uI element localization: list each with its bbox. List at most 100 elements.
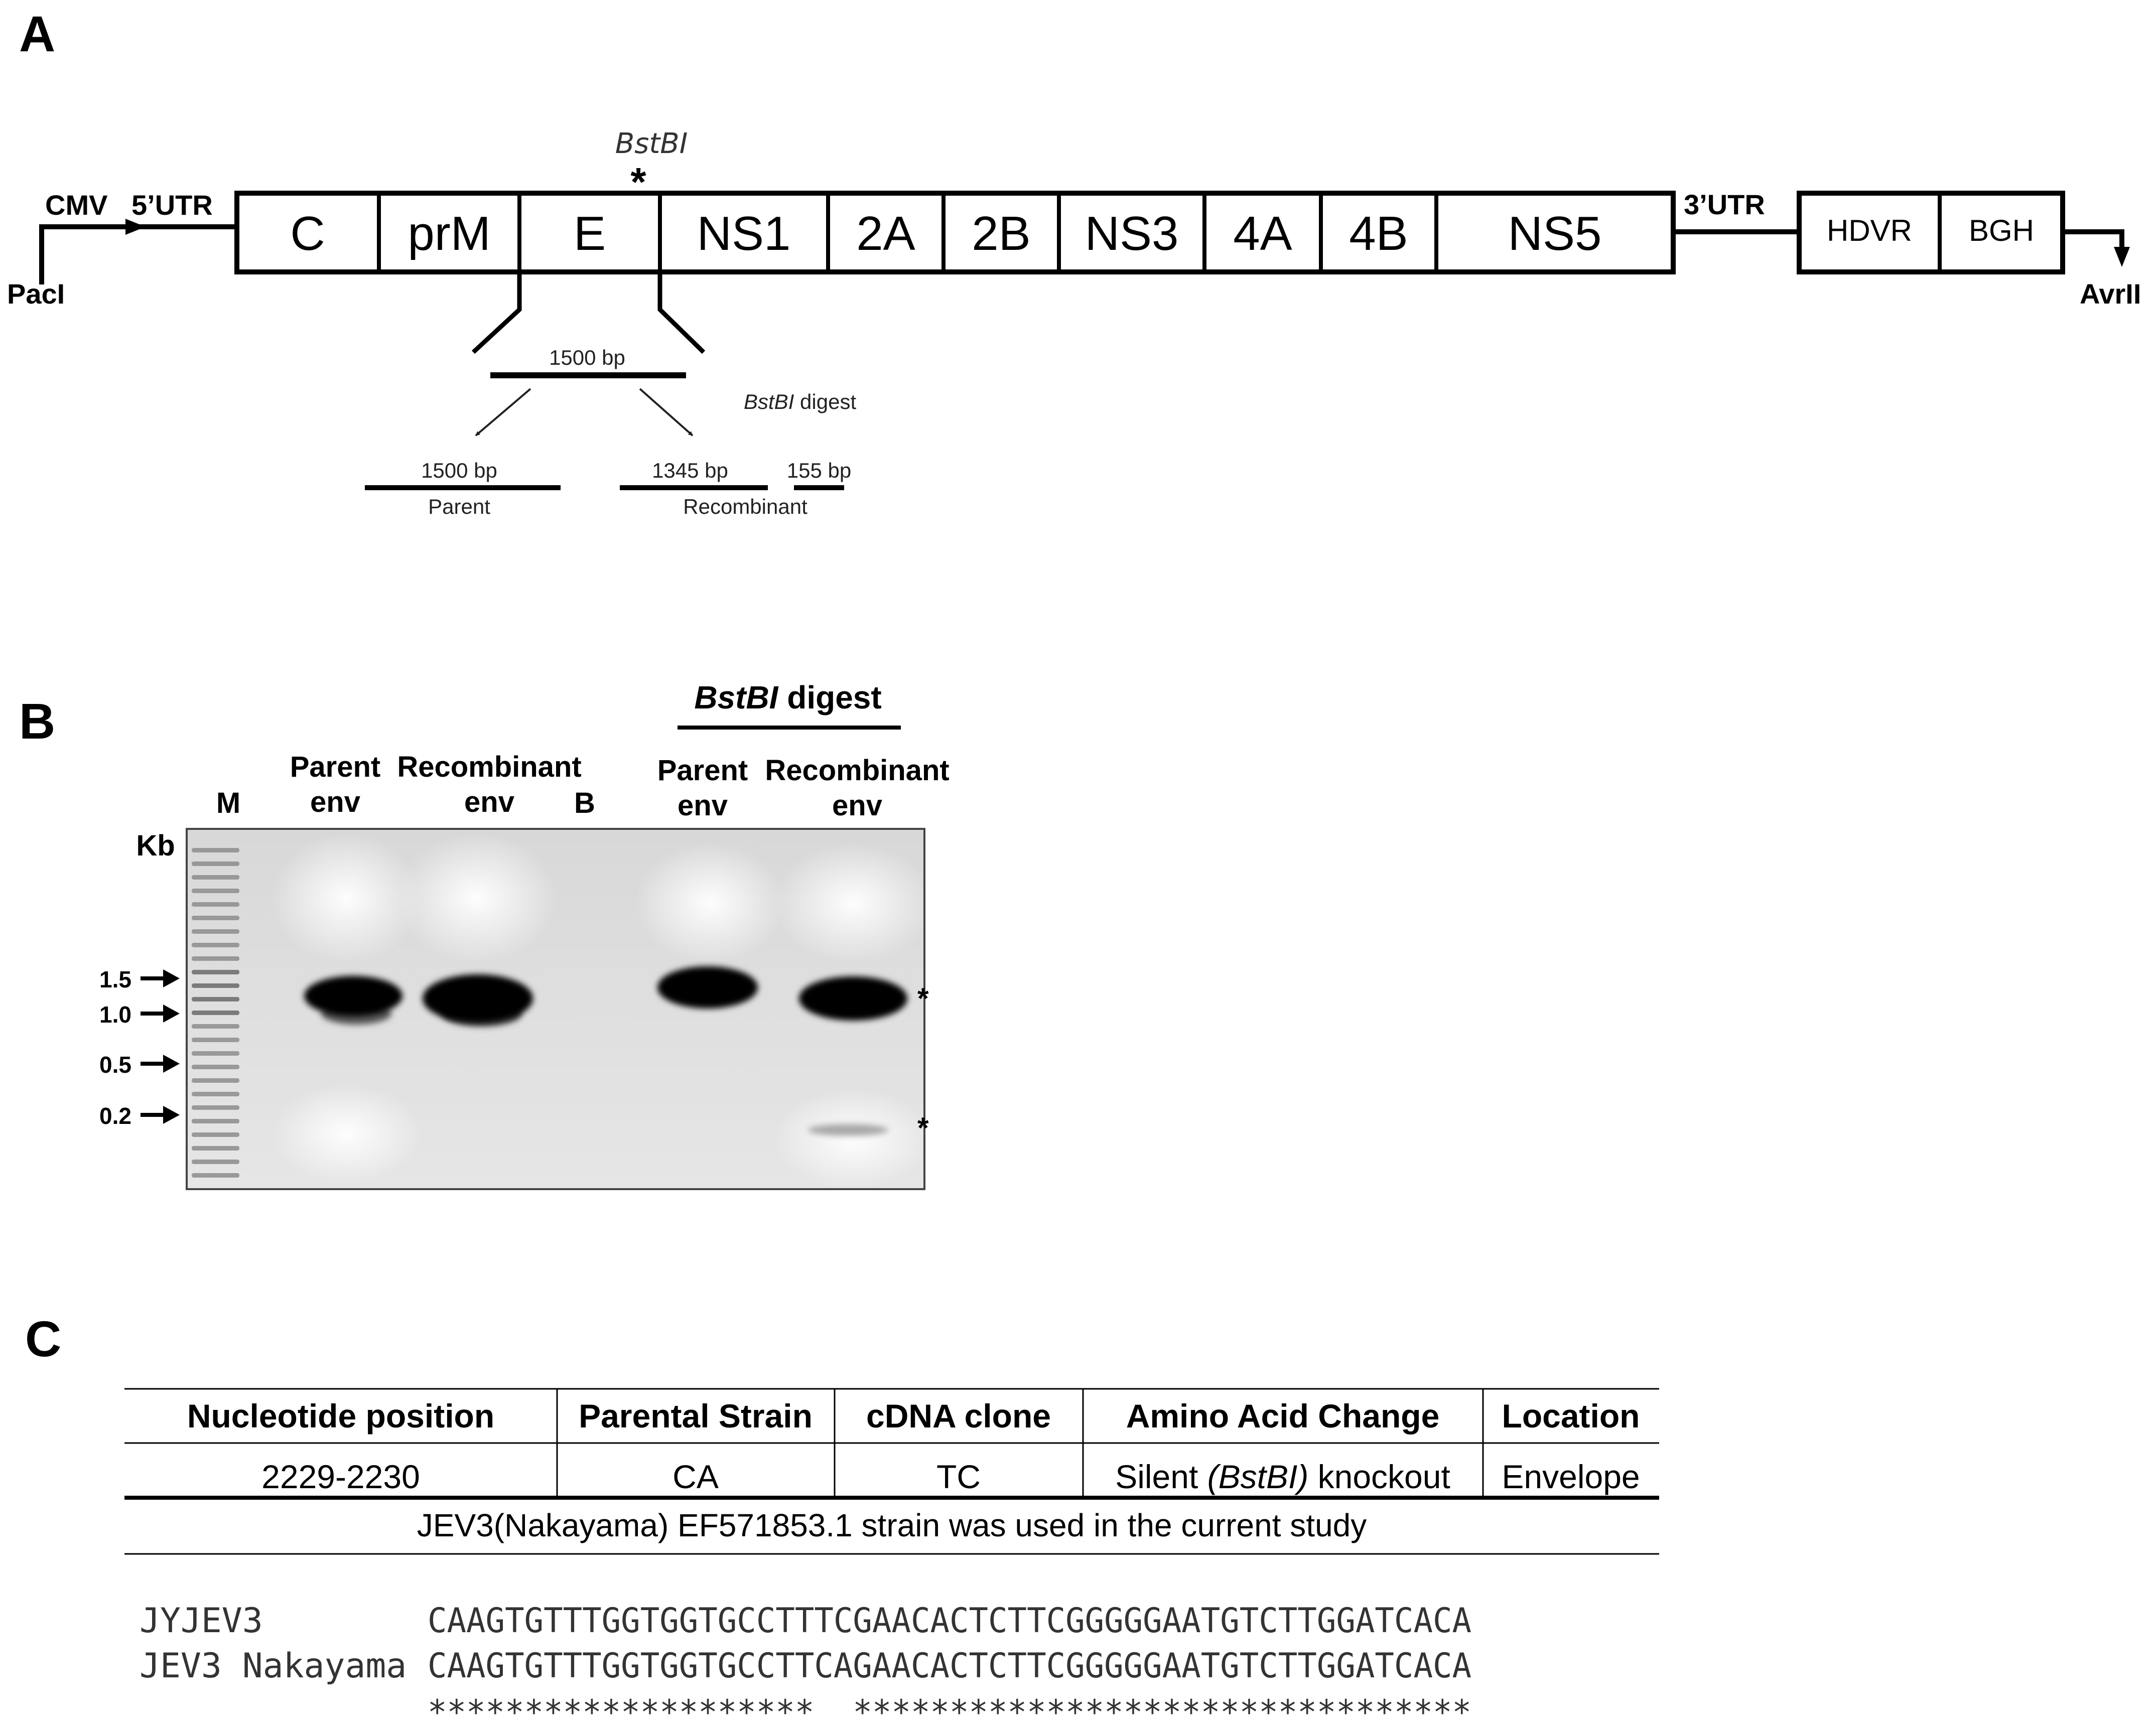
ladder-band <box>192 848 239 852</box>
cmv-label: CMV <box>45 189 107 221</box>
table-cell-parental: CA <box>672 1458 719 1495</box>
band-lane1 <box>304 976 402 1016</box>
ladder-band <box>192 943 239 947</box>
parent-size: 1500 bp <box>421 459 497 482</box>
lane-label-digest-parent-env: env <box>678 789 728 822</box>
recombinant-size-small: 155 bp <box>787 459 851 482</box>
marker-label-0-2: 0.2 <box>99 1103 131 1129</box>
amplicon-size: 1500 bp <box>549 346 625 369</box>
gene-2b: 2B <box>972 207 1030 260</box>
gene-2a: 2A <box>856 207 915 260</box>
table-cell-location: Envelope <box>1502 1458 1640 1495</box>
ladder-band <box>192 929 239 934</box>
marker-arrows <box>141 969 180 1124</box>
panel-label-b: B <box>19 693 55 750</box>
alignment-consensus: ******************** *******************… <box>428 1693 1471 1724</box>
ladder-band <box>192 1024 239 1029</box>
alignment-seq-1: CAAGTGTTTGGTGGTGCCTTTCGAACACTCTTCGGGGGAA… <box>428 1601 1471 1641</box>
band-lane4 <box>799 976 907 1021</box>
lane-label-digest-recombinant-env: env <box>832 789 882 822</box>
marker-label-0-5: 0.5 <box>99 1052 131 1078</box>
terminator-arrow <box>2063 229 2130 267</box>
ladder-band <box>192 1078 239 1083</box>
hdvr-label: HDVR <box>1827 214 1912 247</box>
table-rules <box>124 1388 1659 1555</box>
ladder-band <box>192 916 239 920</box>
gel-digest-header: BstBI digest <box>694 679 881 715</box>
utr3-label: 3’UTR <box>1684 189 1765 220</box>
ladder-band <box>192 861 239 866</box>
panel-label-c: C <box>25 1311 61 1367</box>
promoter-arrow <box>39 219 235 284</box>
digest-note: BstBI digest <box>744 390 856 413</box>
lane-label-digest-parent: Parent <box>657 754 748 787</box>
genome-box <box>234 191 1676 274</box>
lane-label-recombinant-env: env <box>464 786 514 818</box>
marker-label-1-5: 1.5 <box>99 966 131 992</box>
table-header-parental: Parental Strain <box>579 1397 813 1434</box>
gene-ns5: NS5 <box>1508 207 1602 260</box>
ladder-band <box>192 902 239 907</box>
ladder-band <box>192 1051 239 1056</box>
lane-label-parent-env: env <box>310 786 360 818</box>
band-star-small: * <box>917 1112 929 1144</box>
lane-label-digest-recombinant: Recombinant <box>765 754 949 787</box>
ladder-band <box>192 970 239 974</box>
alignment-name-1: JYJEV3 <box>140 1601 263 1641</box>
ladder-band <box>192 1092 239 1096</box>
gel-bands <box>304 966 907 1136</box>
table-cell-clone: TC <box>936 1458 981 1495</box>
tail-box <box>1797 191 2065 274</box>
gene-4a: 4A <box>1233 207 1292 260</box>
ladder-band <box>192 1146 239 1151</box>
utr5-label: 5’UTR <box>131 189 213 221</box>
avrii-label: AvrII <box>2080 278 2141 310</box>
bstbi-site-marker: * <box>630 160 646 204</box>
lane-label-recombinant: Recombinant <box>397 751 581 783</box>
gene-prm: prM <box>408 207 490 260</box>
gel-image <box>186 828 933 1190</box>
arrow-to-parent <box>475 388 531 437</box>
arrow-to-recombinant <box>639 388 694 437</box>
parent-label: Parent <box>428 495 490 518</box>
band-lane3 <box>657 966 758 1009</box>
alignment-name-2: JEV3 Nakayama <box>140 1646 407 1686</box>
bgh-label: BGH <box>1969 214 2034 247</box>
ladder-band <box>192 1105 239 1110</box>
ladder-band <box>192 889 239 893</box>
table-header-position: Nucleotide position <box>187 1397 494 1434</box>
panel-label-a: A <box>19 6 55 62</box>
ladder-band <box>192 983 239 988</box>
ladder-band <box>192 1038 239 1042</box>
ladder-band <box>192 997 239 1001</box>
table-cell-aa-change: Silent (BstBI) knockout <box>1115 1458 1450 1495</box>
ladder-lane <box>192 848 239 1178</box>
ladder-band <box>192 1132 239 1137</box>
band-star-large: * <box>917 982 929 1015</box>
gene-c: C <box>290 207 325 260</box>
gel-unit-label: Kb <box>136 829 175 862</box>
ladder-band <box>192 1160 239 1164</box>
bstbi-site-label: BstBI <box>615 127 688 160</box>
band-lane4-small <box>808 1124 888 1136</box>
zoom-lines <box>471 272 706 354</box>
gene-e: E <box>574 207 606 260</box>
gene-ns3: NS3 <box>1085 207 1179 260</box>
lane-label-blank: B <box>574 787 595 819</box>
band-lane2 <box>423 974 533 1023</box>
ladder-band <box>192 1011 239 1015</box>
paci-label: PacI <box>7 278 65 310</box>
ladder-band <box>192 875 239 880</box>
lane-label-m: M <box>216 787 240 819</box>
ladder-band <box>192 956 239 961</box>
ladder-band <box>192 1065 239 1069</box>
table-header-location: Location <box>1502 1397 1640 1434</box>
recombinant-size-large: 1345 bp <box>652 459 728 482</box>
ladder-band <box>192 1119 239 1123</box>
gene-ns1: NS1 <box>697 207 791 260</box>
recombinant-label: Recombinant <box>683 495 807 518</box>
marker-label-1-0: 1.0 <box>99 1001 131 1028</box>
table-caption: JEV3(Nakayama) EF571853.1 strain was use… <box>417 1507 1367 1543</box>
table-cell-position: 2229-2230 <box>261 1458 420 1495</box>
